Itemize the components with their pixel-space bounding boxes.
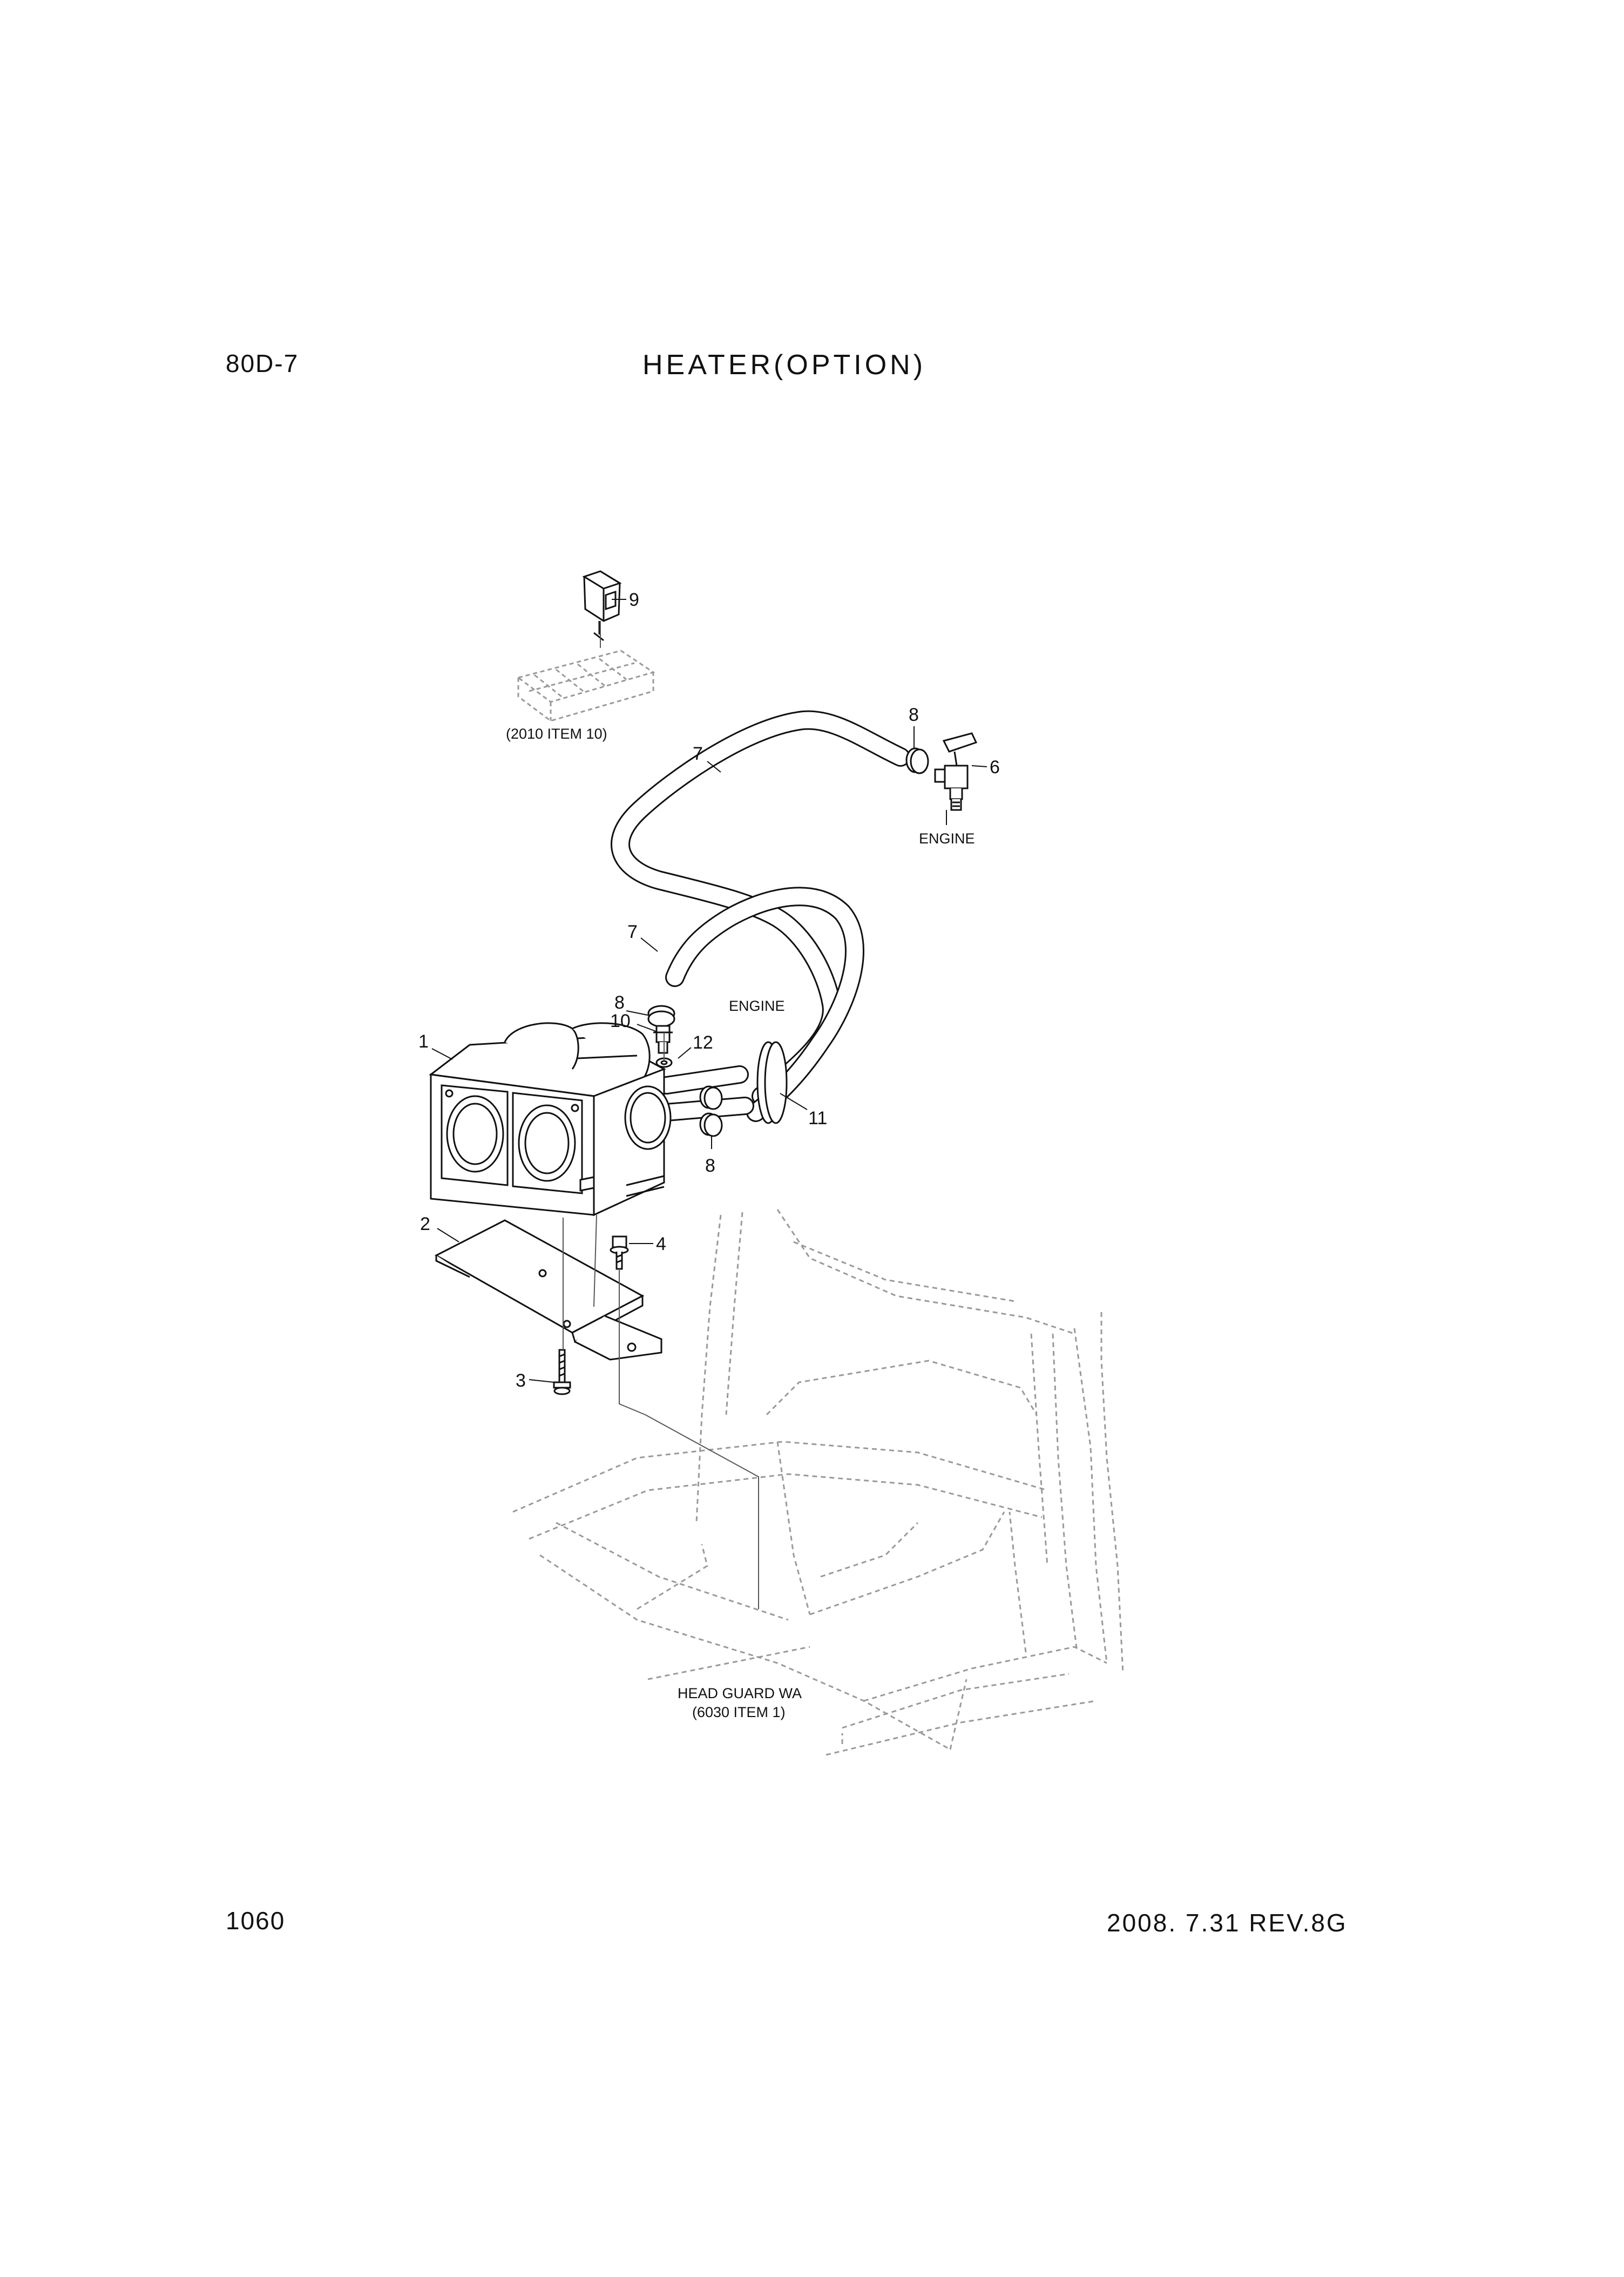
heater-switch <box>582 570 622 641</box>
screw <box>553 1349 571 1395</box>
callout-4: 4 <box>656 1234 666 1254</box>
callout-7-upper: 7 <box>693 744 703 764</box>
water-valve <box>934 732 978 811</box>
mounting-bracket <box>434 1219 662 1361</box>
callout-9: 9 <box>629 590 639 610</box>
callout-leaders <box>431 599 987 1383</box>
callout-8-valve: 8 <box>909 705 919 725</box>
model-code: 80D-7 <box>226 349 299 377</box>
callout-8-lower: 8 <box>705 1156 715 1176</box>
head-guard-reference: (6030 ITEM 1) <box>692 1704 786 1720</box>
callout-1: 1 <box>418 1031 429 1052</box>
callout-3: 3 <box>516 1370 526 1391</box>
bolt <box>610 1235 629 1270</box>
heater-hoses <box>611 710 910 1122</box>
callout-12: 12 <box>693 1032 713 1053</box>
switch-panel-reference: (2010 ITEM 10) <box>506 726 607 742</box>
page-title: HEATER(OPTION) <box>642 349 926 381</box>
grommet <box>756 1041 788 1124</box>
fitting-and-washer <box>653 1025 673 1068</box>
head-guard-label: HEAD GUARD WA <box>678 1685 802 1701</box>
callout-8-upper: 8 <box>614 992 625 1013</box>
page-number: 1060 <box>226 1907 286 1935</box>
callout-2: 2 <box>420 1214 430 1234</box>
callout-10: 10 <box>610 1011 631 1031</box>
heater-unit <box>429 1022 672 1217</box>
diagram-notes: (2010 ITEM 10) ENGINE ENGINE HEAD GUARD … <box>506 726 975 1720</box>
engine-label-upper: ENGINE <box>919 830 975 847</box>
revision-date: 2008. 7.31 REV.8G <box>1107 1909 1348 1937</box>
engine-label-lower: ENGINE <box>729 998 785 1014</box>
assembly-lines <box>563 621 759 1609</box>
callout-11: 11 <box>808 1108 827 1129</box>
callout-6: 6 <box>990 757 1000 778</box>
callout-numbers: 1 2 3 4 6 7 7 8 8 8 9 10 11 12 <box>418 590 1000 1391</box>
hose-clamps <box>647 747 929 1137</box>
head-guard-outline <box>512 1209 1124 1756</box>
switch-panel-outline <box>516 650 655 722</box>
callout-7-lower: 7 <box>627 922 638 942</box>
